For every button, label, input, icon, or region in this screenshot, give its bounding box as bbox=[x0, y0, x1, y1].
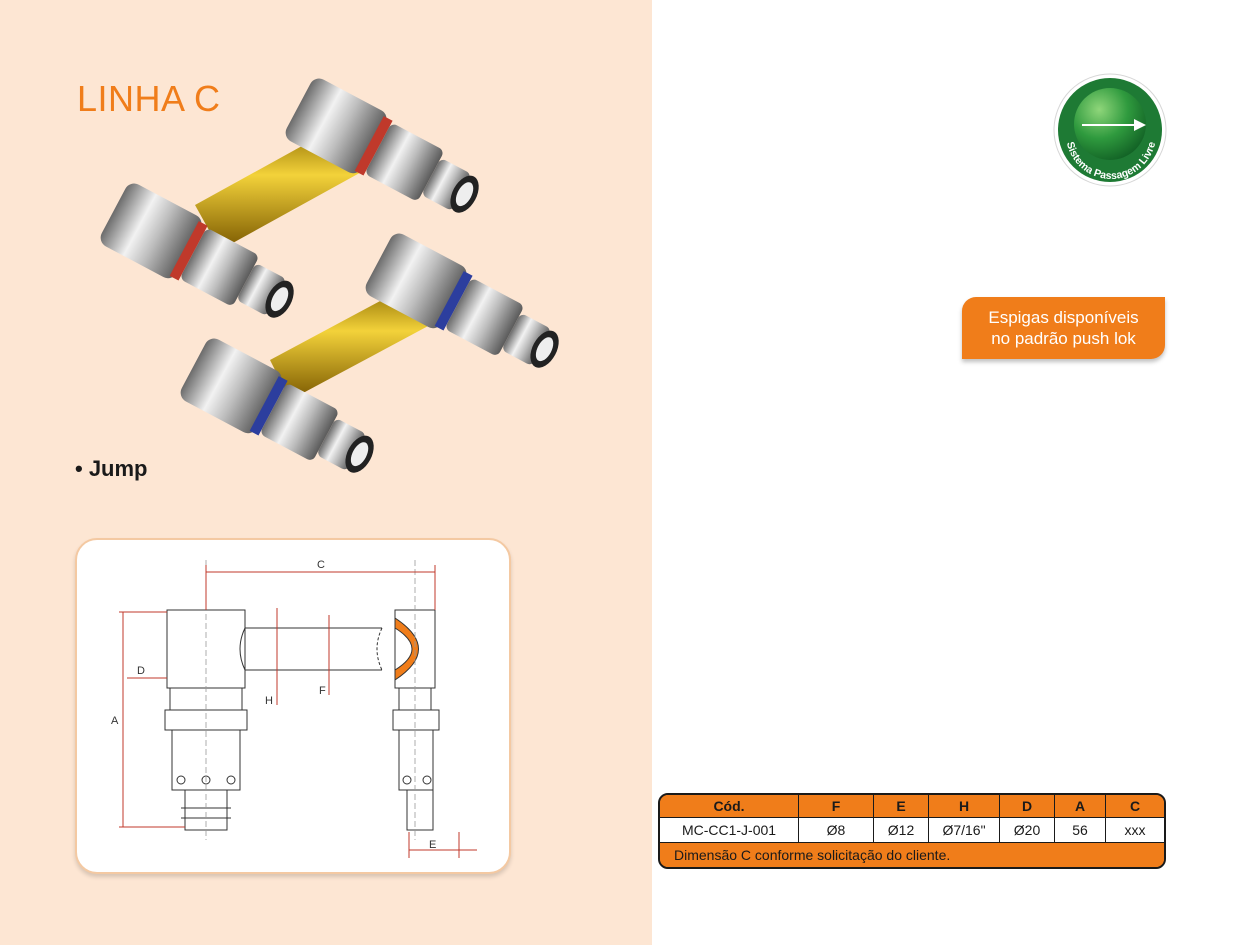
product-name: • Jump bbox=[75, 456, 148, 481]
dim-label-h: H bbox=[265, 695, 273, 707]
spec-table: Cód. F E H D A C MC-CC1-J-001 Ø8 Ø12 Ø7/… bbox=[658, 793, 1166, 869]
push-lok-callout: Espigas disponíveis no padrão push lok bbox=[962, 297, 1165, 359]
table-cell-c: xxx bbox=[1105, 817, 1164, 843]
product-image bbox=[100, 78, 559, 473]
table-header-h: H bbox=[928, 795, 1000, 818]
page-title: LINHA C bbox=[77, 78, 221, 119]
table-header-cod: Cód. bbox=[660, 795, 799, 818]
table-cell-e: Ø12 bbox=[873, 817, 929, 843]
fitting-cold-1 bbox=[365, 233, 559, 368]
table-note: Dimensão C conforme solicitação do clien… bbox=[660, 842, 1164, 867]
table-header-d: D bbox=[999, 795, 1055, 818]
table-header-e: E bbox=[873, 795, 929, 818]
passagem-livre-badge-icon: Sistema Passagem Livre bbox=[1053, 73, 1167, 187]
technical-drawing-svg: C D A H F E bbox=[111, 559, 477, 858]
dim-label-a: A bbox=[111, 715, 119, 727]
table-header-row: Cód. F E H D A C bbox=[660, 795, 1164, 818]
table-header-a: A bbox=[1054, 795, 1106, 818]
left-body bbox=[166, 609, 246, 689]
table-row: MC-CC1-J-001 Ø8 Ø12 Ø7/16" Ø20 56 xxx bbox=[660, 817, 1164, 843]
table-cell-h: Ø7/16" bbox=[928, 817, 1000, 843]
table-note-row: Dimensão C conforme solicitação do clien… bbox=[660, 842, 1164, 867]
table-header-c: C bbox=[1105, 795, 1164, 818]
table-cell-f: Ø8 bbox=[798, 817, 874, 843]
technical-drawing: C D A H F E bbox=[75, 538, 511, 874]
dim-label-d: D bbox=[137, 665, 145, 677]
fitting-cold-2 bbox=[180, 338, 374, 473]
fitting-hot-2 bbox=[100, 183, 294, 318]
dim-label-c: C bbox=[317, 559, 325, 571]
dim-label-e: E bbox=[429, 839, 436, 851]
fitting-hot-1 bbox=[285, 78, 479, 213]
table-cell-d: Ø20 bbox=[999, 817, 1055, 843]
dim-label-f: F bbox=[319, 685, 326, 697]
table-cell-cod: MC-CC1-J-001 bbox=[660, 817, 799, 843]
callout-line-1: Espigas disponíveis bbox=[988, 308, 1139, 327]
table-header-f: F bbox=[798, 795, 874, 818]
pipe-front bbox=[270, 285, 430, 400]
callout-line-2: no padrão push lok bbox=[991, 329, 1136, 348]
table-cell-a: 56 bbox=[1054, 817, 1106, 843]
